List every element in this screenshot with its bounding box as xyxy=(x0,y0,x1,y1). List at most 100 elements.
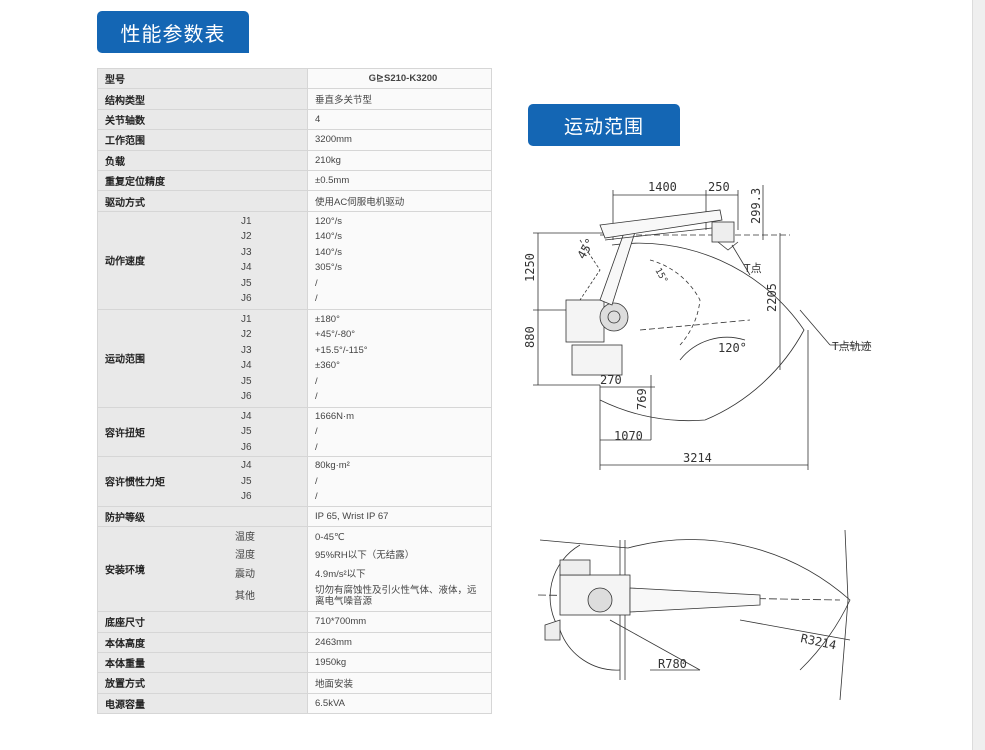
spec-key: 驱动方式 xyxy=(97,190,308,212)
spec-value: 6.5kVA xyxy=(307,692,492,715)
spec-value: 1666N·m xyxy=(315,410,355,422)
spec-value: ±360° xyxy=(315,360,340,372)
spec-key: 动作速度 xyxy=(105,256,145,268)
joint-label: J5 xyxy=(241,426,252,438)
spec-value: 1950kg xyxy=(307,651,492,674)
dim-label: 880 xyxy=(523,326,537,348)
table-row: 本体高度 2463mm xyxy=(97,631,492,653)
top-robot-bracket xyxy=(544,619,561,641)
spec-value: / xyxy=(315,375,318,387)
table-row: 容许惯性力矩 J4 J5 J6 80kg·m² / / xyxy=(97,456,492,507)
joint-label: J6 xyxy=(241,491,252,503)
joint-label: J5 xyxy=(241,375,252,387)
joint-label: J4 xyxy=(241,262,252,274)
spec-group-values: 1666N·m / / xyxy=(307,406,492,458)
spec-key: 安装环境 xyxy=(105,565,145,577)
table-row: 容许扭矩 J4 J5 J6 1666N·m / / xyxy=(97,406,492,458)
env-item-label: 震动 xyxy=(235,569,255,581)
center-line xyxy=(639,319,751,331)
joint-list: J1 J2 J3 J4 J5 J6 xyxy=(241,212,261,309)
top-outer-curve xyxy=(839,529,849,701)
dim-label: 250 xyxy=(708,180,730,194)
r3214-leader xyxy=(739,619,851,641)
robot-base xyxy=(571,344,623,376)
robot-motor-center xyxy=(607,310,621,324)
table-row: 型号 G⊵S210-K3200 xyxy=(97,67,492,90)
spec-key: 容许惯性力矩 xyxy=(105,477,165,489)
spec-value: 0-45℃ xyxy=(315,532,345,544)
spec-key: 型号 xyxy=(97,67,308,90)
spec-value: 使用AC伺服电机驱动 xyxy=(307,190,492,212)
robot-turret xyxy=(565,299,605,343)
spec-group-key: 安装环境 温度 湿度 震动 其他 xyxy=(97,526,308,613)
table-row: 工作范围 3200mm xyxy=(97,129,492,151)
joint-label: J3 xyxy=(241,344,252,356)
table-row: 驱动方式 使用AC伺服电机驱动 xyxy=(97,190,492,212)
joint-label: J1 xyxy=(241,313,252,325)
joint-list: J1 J2 J3 J4 J5 J6 xyxy=(241,310,261,407)
spec-key: 容许扭矩 xyxy=(105,428,145,440)
table-row: 结构类型 垂直多关节型 xyxy=(97,88,492,110)
spec-key: 电源容量 xyxy=(97,692,308,715)
dim-label: R3214 xyxy=(799,631,837,652)
spec-group-key: 运动范围 J1 J2 J3 J4 J5 J6 xyxy=(97,308,308,408)
robot-motor xyxy=(599,302,629,332)
leader-line xyxy=(799,309,831,346)
table-row: 电源容量 6.5kVA xyxy=(97,692,492,715)
spec-value: 切勿有腐蚀性及引火性气体、液体，远离电气噪音源 xyxy=(315,585,477,608)
spec-value: 210kg xyxy=(307,149,492,171)
performance-title-badge: 性能参数表 xyxy=(97,11,249,53)
spec-key: 本体重量 xyxy=(97,651,308,674)
top-robot-arm xyxy=(629,587,761,613)
spec-value: / xyxy=(315,491,318,503)
spec-value: / xyxy=(315,293,318,305)
angle-label: 15° xyxy=(652,267,669,286)
top-reach-arc xyxy=(627,539,851,671)
table-row: 本体重量 1950kg xyxy=(97,651,492,674)
robot-upper-arm xyxy=(599,209,723,239)
table-row: 运动范围 J1 J2 J3 J4 J5 J6 ±180° +45°/-80° +… xyxy=(97,308,492,408)
table-row: 防护等级 IP 65, Wrist IP 67 xyxy=(97,505,492,528)
spec-group-key: 动作速度 J1 J2 J3 J4 J5 J6 xyxy=(97,210,308,310)
spec-value: 140°/s xyxy=(315,246,343,258)
spec-value: / xyxy=(315,277,318,289)
top-robot-joint xyxy=(587,587,613,613)
spec-value: 地面安装 xyxy=(307,672,492,694)
dim-label: 769 xyxy=(635,388,649,410)
spec-group-values: 80kg·m² / / xyxy=(307,456,492,507)
t-point-label: T点 xyxy=(744,262,762,275)
spec-key: 关节轴数 xyxy=(97,108,308,131)
angle-arc xyxy=(679,336,746,361)
spec-value: / xyxy=(315,441,318,453)
scrollbar[interactable] xyxy=(972,0,985,750)
spec-key: 防护等级 xyxy=(97,505,308,528)
spec-key: 运动范围 xyxy=(105,354,145,366)
joint-list: J4 J5 J6 xyxy=(241,457,261,506)
table-row: 安装环境 温度 湿度 震动 其他 0-45℃ 95%RH以下（无结露） 4.9m… xyxy=(97,526,492,613)
joint-label: J6 xyxy=(241,391,252,403)
robot-ghost-arm xyxy=(579,239,601,301)
top-robot-motor xyxy=(559,559,591,576)
joint-label: J6 xyxy=(241,441,252,453)
dim-label: R780 xyxy=(658,657,687,671)
spec-table: 型号 G⊵S210-K3200 结构类型 垂直多关节型 关节轴数 4 工作范围 … xyxy=(97,67,492,715)
spec-key: 工作范围 xyxy=(97,129,308,151)
spec-value: 710*700mm xyxy=(307,611,492,633)
reach-envelope-arc xyxy=(599,242,805,422)
spec-key: 负载 xyxy=(97,149,308,171)
table-row: 关节轴数 4 xyxy=(97,108,492,131)
joint-label: J2 xyxy=(241,329,252,341)
dim-label: 1400 xyxy=(648,180,677,194)
spec-value: ±180° xyxy=(315,313,340,325)
spec-group-key: 容许惯性力矩 J4 J5 J6 xyxy=(97,456,308,507)
robot-flange xyxy=(717,241,739,251)
spec-value: 305°/s xyxy=(315,262,343,274)
spec-value: 120°/s xyxy=(315,215,343,227)
env-item-label: 温度 xyxy=(235,532,255,544)
spec-value: / xyxy=(315,475,318,487)
spec-value: 4.9m/s²以下 xyxy=(315,569,366,581)
joint-label: J4 xyxy=(241,410,252,422)
spec-group-values: 0-45℃ 95%RH以下（无结露） 4.9m/s²以下 切勿有腐蚀性及引火性气… xyxy=(307,526,492,613)
